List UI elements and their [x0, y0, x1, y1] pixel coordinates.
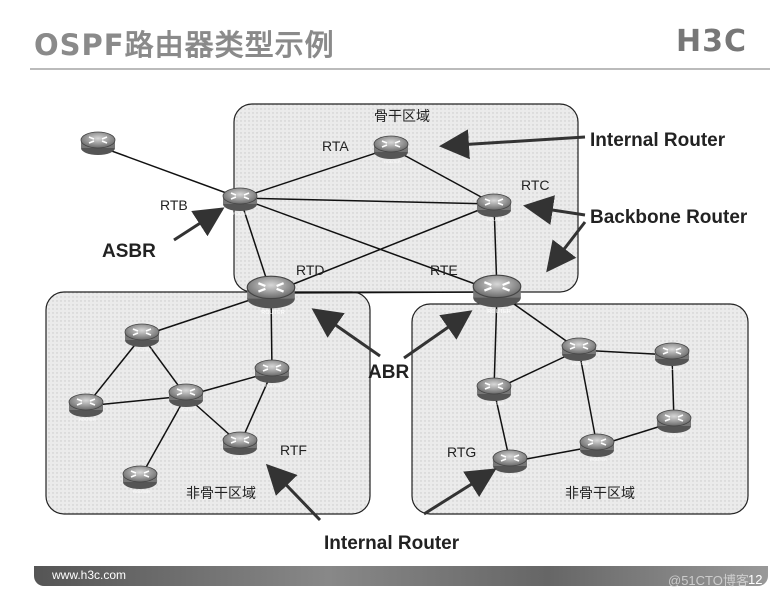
router-right-5: ROUTER	[579, 433, 615, 462]
svg-text:ROUTER: ROUTER	[503, 473, 520, 478]
svg-text:ROUTER: ROUTER	[384, 159, 401, 164]
router-right-3: ROUTER	[654, 342, 690, 371]
svg-text:ROUTER: ROUTER	[91, 155, 108, 160]
router-rtb: ROUTER	[222, 187, 258, 216]
callout-asbr: ASBR	[102, 241, 156, 262]
router-rtf: ROUTER	[222, 431, 258, 460]
label-rtf: RTF	[280, 442, 307, 458]
router-rtd: ROUTER	[246, 275, 296, 316]
router-right-4: ROUTER	[656, 409, 692, 438]
router-rta: ROUTER	[373, 135, 409, 164]
router-left-4: ROUTER	[254, 359, 290, 388]
router-left-2: ROUTER	[68, 393, 104, 422]
svg-text:ROUTER: ROUTER	[135, 347, 152, 352]
callout-internal-router-bottom: Internal Router	[324, 533, 460, 554]
label-rta: RTA	[322, 138, 349, 154]
label-rtd: RTD	[296, 262, 325, 278]
svg-text:ROUTER: ROUTER	[572, 361, 589, 366]
router-rtc: ROUTER	[476, 193, 512, 222]
svg-text:ROUTER: ROUTER	[590, 457, 607, 462]
router-rtg: ROUTER	[492, 449, 528, 478]
label-rtc: RTC	[521, 177, 550, 193]
callout-backbone-router: Backbone Router	[590, 207, 748, 228]
router-left-3: ROUTER	[168, 383, 204, 412]
h3c-logo: H3C	[676, 24, 747, 59]
router-standalone: ROUTER	[80, 131, 116, 160]
svg-text:ROUTER: ROUTER	[133, 489, 150, 494]
label-rte: RTE	[430, 262, 458, 278]
area-label-nonbackbone-right: 非骨干区域	[565, 486, 635, 502]
nonbackbone-area-left	[45, 291, 371, 515]
callout-abr: ABR	[368, 362, 409, 383]
svg-text:ROUTER: ROUTER	[487, 309, 511, 315]
router-rte: ROUTER	[472, 274, 522, 315]
label-rtb: RTB	[160, 197, 188, 213]
router-right-1: ROUTER	[476, 377, 512, 406]
footer-url: www.h3c.com	[52, 568, 127, 582]
router-left-5: ROUTER	[122, 465, 158, 494]
svg-text:ROUTER: ROUTER	[79, 417, 96, 422]
backbone-area	[233, 103, 579, 293]
area-label-backbone: 骨干区域	[374, 109, 430, 125]
svg-text:ROUTER: ROUTER	[487, 401, 504, 406]
svg-text:ROUTER: ROUTER	[179, 407, 196, 412]
callout-internal-router-top: Internal Router	[590, 130, 726, 151]
svg-text:ROUTER: ROUTER	[265, 383, 282, 388]
area-label-nonbackbone-left: 非骨干区域	[186, 486, 256, 502]
footer-bar	[34, 566, 768, 586]
svg-text:ROUTER: ROUTER	[233, 211, 250, 216]
router-right-2: ROUTER	[561, 337, 597, 366]
slide-title: OSPF路由器类型示例	[34, 28, 335, 62]
svg-text:ROUTER: ROUTER	[233, 455, 250, 460]
page-number: 12	[748, 572, 763, 587]
nonbackbone-area-right	[411, 303, 749, 515]
router-left-1: ROUTER	[124, 323, 160, 352]
watermark: @51CTO博客	[668, 573, 749, 588]
svg-text:ROUTER: ROUTER	[665, 366, 682, 371]
svg-text:ROUTER: ROUTER	[261, 310, 285, 316]
label-rtg: RTG	[447, 444, 476, 460]
svg-text:ROUTER: ROUTER	[487, 217, 504, 222]
callout-arrows	[173, 129, 587, 522]
links	[85, 145, 675, 479]
svg-text:ROUTER: ROUTER	[667, 433, 684, 438]
title-divider	[30, 68, 770, 70]
